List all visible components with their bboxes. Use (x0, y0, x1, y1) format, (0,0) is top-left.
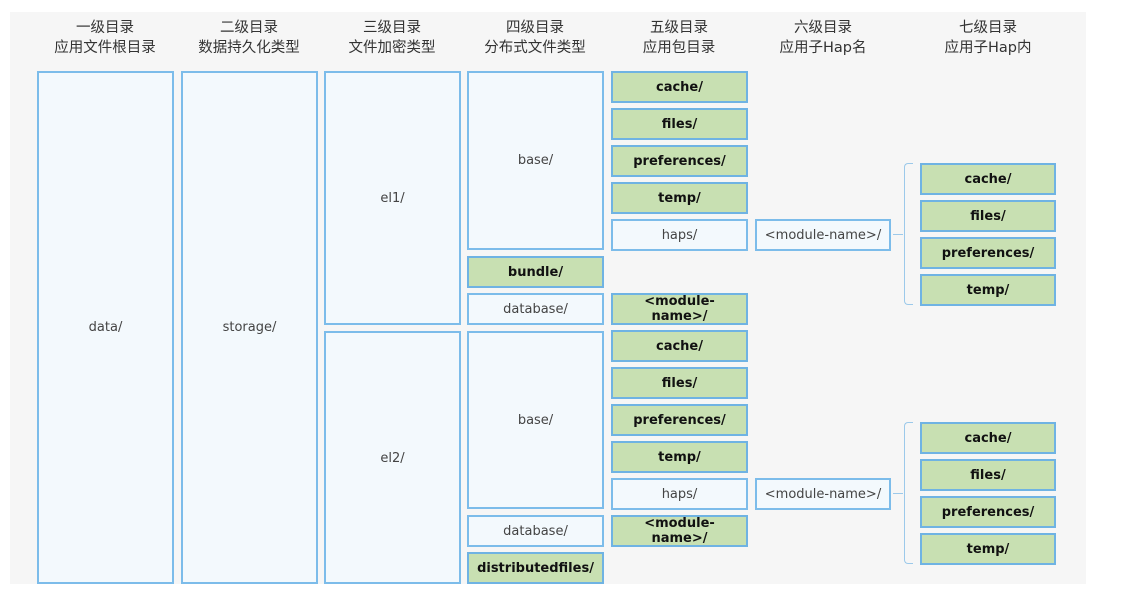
header-level4: 四级目录分布式文件类型 (455, 18, 615, 58)
header-level5: 五级目录应用包目录 (599, 18, 759, 58)
header-desc: 应用子Hap内 (944, 40, 1032, 56)
dir-el1-bundle: bundle/ (467, 256, 604, 288)
connector-line (893, 493, 903, 494)
header-level: 五级目录 (650, 20, 708, 36)
header-desc: 数据持久化类型 (198, 40, 300, 56)
dir-el2-module-name: <module-name>/ (611, 515, 748, 547)
dir-el2-hap-files: files/ (920, 459, 1056, 491)
dir-el1-hap-preferences: preferences/ (920, 237, 1056, 269)
header-level6: 六级目录应用子Hap名 (743, 18, 903, 58)
header-level1: 一级目录应用文件根目录 (25, 18, 185, 58)
header-desc: 应用子Hap名 (779, 40, 867, 56)
dir-el1-temp: temp/ (611, 182, 748, 214)
dir-el1-hap-temp: temp/ (920, 274, 1056, 306)
dir-el1-preferences: preferences/ (611, 145, 748, 177)
header-desc: 应用包目录 (642, 40, 716, 56)
dir-el1-files: files/ (611, 108, 748, 140)
header-level: 四级目录 (506, 20, 564, 36)
dir-el1-base: base/ (467, 71, 604, 250)
header-level: 七级目录 (959, 20, 1017, 36)
dir-el1-hap-cache: cache/ (920, 163, 1056, 195)
header-level: 三级目录 (363, 20, 421, 36)
dir-el1-module-name: <module-name>/ (611, 293, 748, 325)
dir-el2-hap-module: <module-name>/ (755, 478, 891, 510)
dir-el2-cache: cache/ (611, 330, 748, 362)
connector-line (893, 234, 903, 235)
header-level7: 七级目录应用子Hap内 (908, 18, 1068, 58)
dir-el2-base: base/ (467, 331, 604, 509)
dir-el1-hap-files: files/ (920, 200, 1056, 232)
header-level: 六级目录 (794, 20, 852, 36)
header-desc: 应用文件根目录 (54, 40, 156, 56)
dir-el2-files: files/ (611, 367, 748, 399)
dir-el2-database: database/ (467, 515, 604, 547)
dir-el1-database: database/ (467, 293, 604, 325)
dir-el2: el2/ (324, 331, 461, 584)
header-desc: 文件加密类型 (348, 40, 436, 56)
dir-el2-distributedfiles: distributedfiles/ (467, 552, 604, 584)
bracket (904, 422, 913, 564)
dir-el2-hap-temp: temp/ (920, 533, 1056, 565)
dir-el1-hap-module: <module-name>/ (755, 219, 891, 251)
header-level: 一级目录 (76, 20, 134, 36)
header-level: 二级目录 (220, 20, 278, 36)
dir-storage: storage/ (181, 71, 318, 584)
dir-el2-hap-cache: cache/ (920, 422, 1056, 454)
header-level3: 三级目录文件加密类型 (312, 18, 472, 58)
dir-el1: el1/ (324, 71, 461, 325)
dir-el2-hap-preferences: preferences/ (920, 496, 1056, 528)
header-level2: 二级目录数据持久化类型 (169, 18, 329, 58)
dir-el1-haps: haps/ (611, 219, 748, 251)
dir-el2-haps: haps/ (611, 478, 748, 510)
bracket (904, 163, 913, 305)
dir-el1-cache: cache/ (611, 71, 748, 103)
dir-el2-temp: temp/ (611, 441, 748, 473)
dir-data: data/ (37, 71, 174, 584)
dir-el2-preferences: preferences/ (611, 404, 748, 436)
header-desc: 分布式文件类型 (484, 40, 586, 56)
